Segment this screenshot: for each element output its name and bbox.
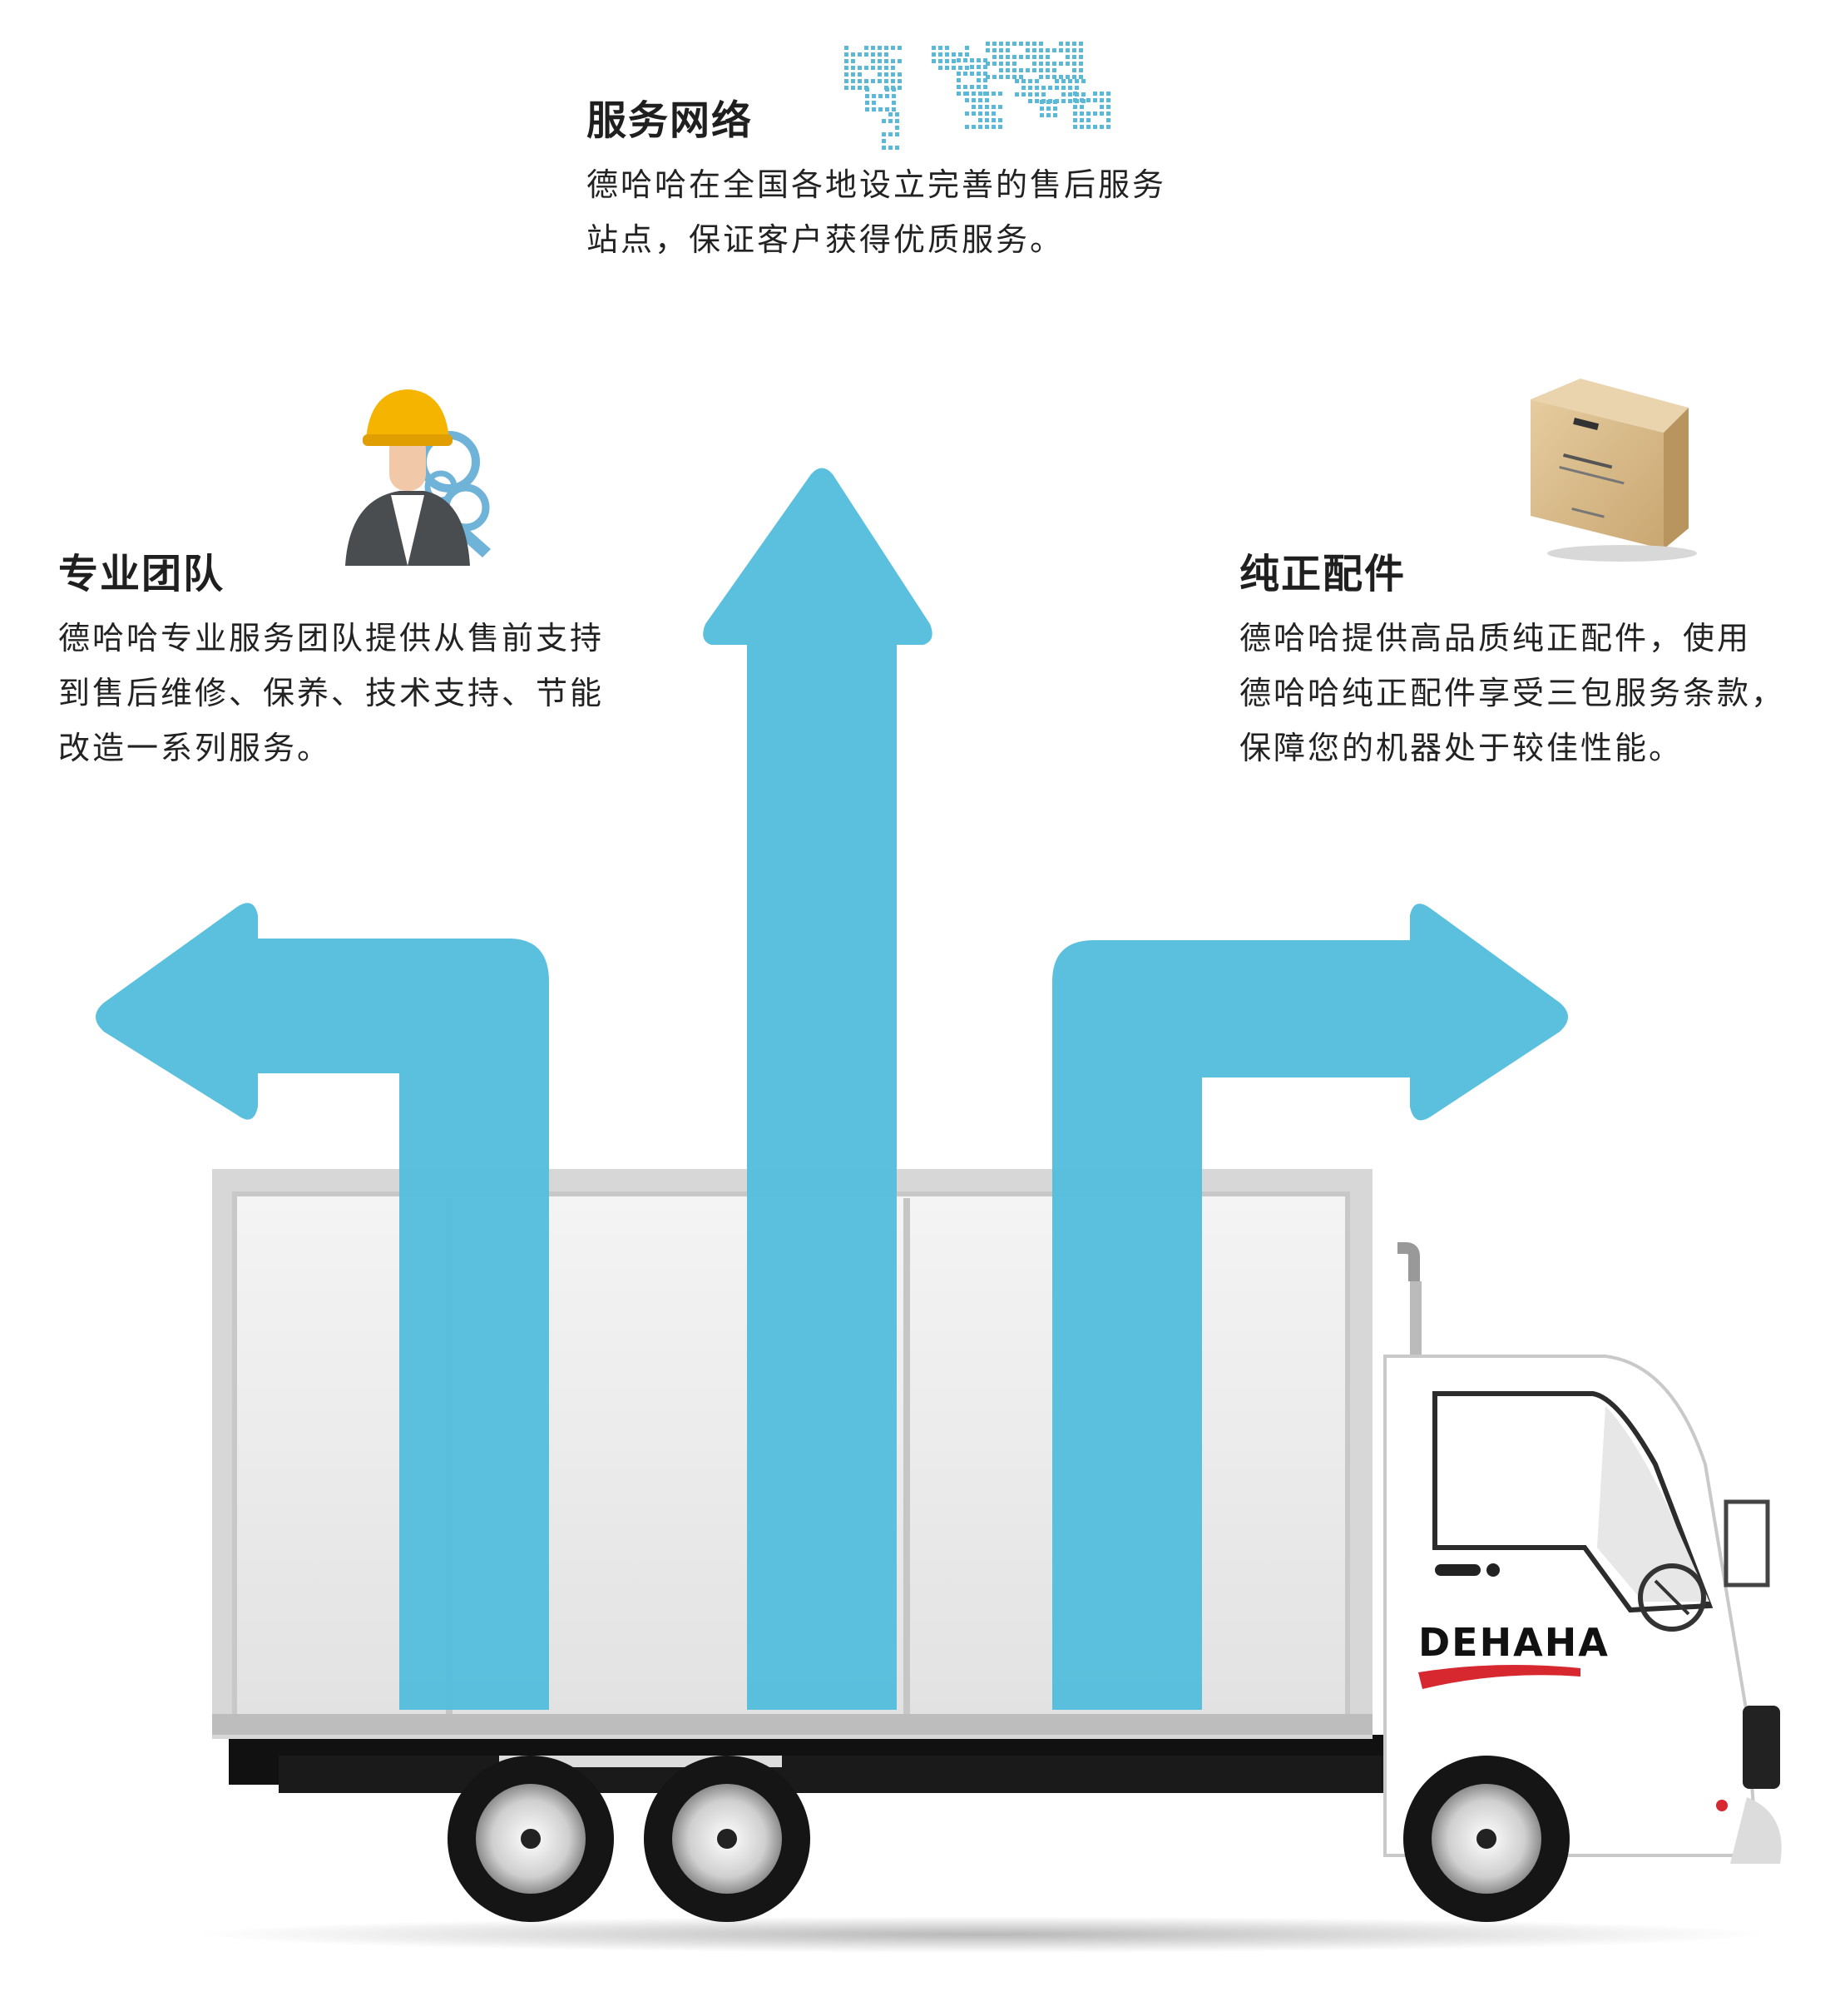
- service-network-section: 服务网络 德哈哈在全国各地设立完善的售后服务 站点，保证客户获得优质服务。: [586, 87, 1219, 267]
- genuine-parts-line-2: 德哈哈纯正配件享受三包服务条款，: [1239, 675, 1786, 711]
- world-map-icon: [844, 42, 1110, 150]
- engineer-icon: [345, 389, 491, 566]
- parts-box-icon: [1531, 379, 1697, 562]
- right-arrow: [1052, 904, 1568, 1710]
- service-network-line-1: 德哈哈在全国各地设立完善的售后服务: [586, 166, 1167, 203]
- genuine-parts-title: 纯正配件: [1239, 551, 1407, 597]
- professional-team-line-2: 到售后维修、保养、技术支持、节能: [58, 675, 605, 711]
- genuine-parts-line-3: 保障您的机器处于较佳性能。: [1239, 730, 1684, 766]
- up-arrow: [703, 468, 932, 1710]
- professional-team-title: 专业团队: [58, 551, 225, 597]
- service-network-line-2: 站点，保证客户获得优质服务。: [586, 221, 1065, 258]
- ground-shadow: [200, 1916, 1763, 1953]
- truck-brand: DEHAHA: [1418, 1620, 1610, 1665]
- direction-arrows: [96, 468, 1568, 1710]
- professional-team-section: 专业团队 德哈哈专业服务团队提供从售前支持 到售后维修、保养、技术支持、节能 改…: [58, 541, 641, 775]
- genuine-parts-line-1: 德哈哈提供高品质纯正配件，使用: [1239, 620, 1752, 656]
- left-arrow: [96, 903, 549, 1710]
- professional-team-line-3: 改造一系列服务。: [58, 730, 332, 766]
- professional-team-line-1: 德哈哈专业服务团队提供从售前支持: [58, 620, 605, 656]
- genuine-parts-section: 纯正配件 德哈哈提供高品质纯正配件，使用 德哈哈纯正配件享受三包服务条款， 保障…: [1239, 541, 1822, 775]
- truck-cab: DEHAHA: [1383, 1242, 1782, 1864]
- truck-wheels: [448, 1756, 1570, 1922]
- service-network-title: 服务网络: [586, 97, 754, 144]
